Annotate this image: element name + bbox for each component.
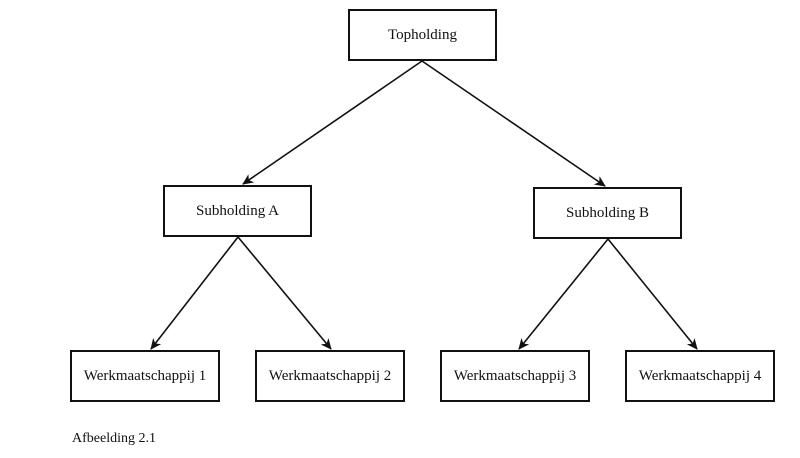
node-werkmaatschappij-1: Werkmaatschappij 1 — [70, 350, 220, 402]
node-werkmaatschappij-2: Werkmaatschappij 2 — [255, 350, 405, 402]
node-werkmaatschappij-3: Werkmaatschappij 3 — [440, 350, 590, 402]
node-topholding: Topholding — [348, 9, 497, 61]
node-subholding-a: Subholding A — [163, 185, 312, 237]
node-subholding-b: Subholding B — [533, 187, 682, 239]
node-werkmaatschappij-1-label: Werkmaatschappij 1 — [83, 367, 207, 384]
arrow-sub-a-to-w1 — [150, 236, 239, 350]
arrow-top-to-sub-a — [242, 60, 423, 185]
node-werkmaatschappij-4-label: Werkmaatschappij 4 — [638, 367, 762, 384]
arrow-top-to-sub-b — [421, 60, 606, 187]
node-topholding-label: Topholding — [388, 26, 457, 43]
node-subholding-a-label: Subholding A — [196, 202, 279, 219]
arrow-sub-b-to-w3 — [518, 238, 609, 350]
figure-caption: Afbeelding 2.1 — [72, 431, 156, 446]
arrow-sub-a-to-w2 — [237, 236, 332, 350]
node-werkmaatschappij-2-label: Werkmaatschappij 2 — [268, 367, 392, 384]
node-werkmaatschappij-3-label: Werkmaatschappij 3 — [453, 367, 577, 384]
node-werkmaatschappij-4: Werkmaatschappij 4 — [625, 350, 775, 402]
arrow-sub-b-to-w4 — [607, 238, 698, 350]
node-subholding-b-label: Subholding B — [566, 204, 649, 221]
